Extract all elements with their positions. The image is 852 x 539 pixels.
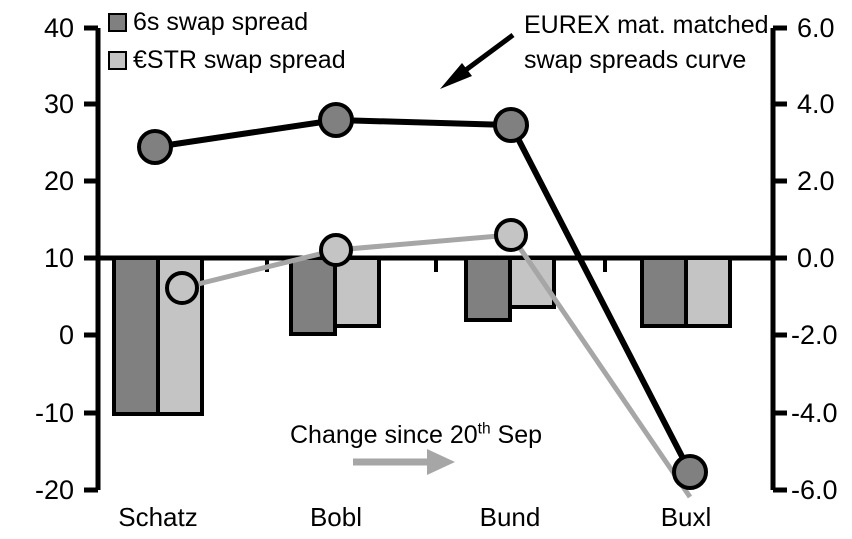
category-label-bund: Bund (479, 502, 541, 532)
bar-6s-buxl (640, 256, 688, 328)
legend-item-estr-swap-spread[interactable]: €STR swap spread (108, 48, 346, 73)
change-direction-arrow-icon (353, 449, 455, 475)
right-tick-label-minus2: -2.0 (791, 320, 838, 350)
category-label-buxl: Buxl (660, 502, 712, 532)
left-tick-label-minus20: -20 (34, 475, 74, 505)
bar-estr-buxl (684, 256, 732, 328)
left-axis (84, 25, 101, 493)
legend-label-6s: 6s swap spread (133, 8, 309, 36)
marker-eurex-bobl (318, 102, 354, 138)
annotation-change-since: Change since 20th Sep (290, 420, 543, 449)
annotation-change-tail: Sep (490, 421, 543, 449)
right-tick-label-0: 0.0 (797, 243, 835, 273)
marker-change-bobl (319, 233, 353, 267)
legend-swatch-estr-icon (108, 51, 127, 70)
category-label-schatz: Schatz (118, 502, 198, 532)
left-tick-label-10: 10 (43, 243, 74, 273)
left-tick-label-40: 40 (43, 13, 74, 43)
marker-eurex-schatz (137, 129, 173, 165)
right-tick-label-6: 6.0 (797, 13, 835, 43)
right-tick-label-2: 2.0 (797, 166, 835, 196)
marker-change-bund (494, 218, 528, 252)
annotation-eurex-curve-line2: swap spreads curve (524, 46, 747, 74)
category-label-bobl: Bobl (309, 502, 363, 532)
bar-group-bobl (289, 256, 381, 336)
annotation-change-sup: th (477, 420, 491, 438)
bar-6s-bund (464, 256, 512, 322)
bar-group-buxl (640, 256, 732, 328)
right-tick-label-minus6: -6.0 (791, 475, 838, 505)
bar-estr-bobl (333, 256, 381, 328)
marker-eurex-buxl (672, 454, 708, 490)
bar-6s-schatz (112, 256, 160, 416)
annotation-change-head: Change since 20 (290, 421, 478, 449)
left-tick-label-minus10: -10 (34, 398, 74, 428)
series-change-since-sep (165, 218, 693, 499)
annotation-eurex-curve-line1: EUREX mat. matched (524, 11, 769, 39)
left-tick-label-20: 20 (43, 166, 74, 196)
bar-group-bund (464, 256, 556, 322)
bar-6s-bobl (289, 256, 337, 336)
right-tick-label-4: 4.0 (797, 89, 835, 119)
right-tick-label-minus4: -4.0 (791, 398, 838, 428)
legend-item-6s-swap-spread[interactable]: 6s swap spread (108, 10, 308, 35)
legend-label-estr: €STR swap spread (133, 46, 346, 74)
bar-estr-bund (508, 256, 556, 309)
left-tick-label-30: 30 (43, 89, 74, 119)
left-tick-label-0: 0 (58, 320, 74, 350)
series-eurex-curve (137, 102, 708, 490)
marker-eurex-bund (493, 107, 529, 143)
callout-arrow-icon (440, 32, 515, 89)
right-axis (770, 25, 787, 493)
legend-swatch-6s-icon (108, 13, 127, 32)
marker-change-schatz (165, 271, 199, 305)
